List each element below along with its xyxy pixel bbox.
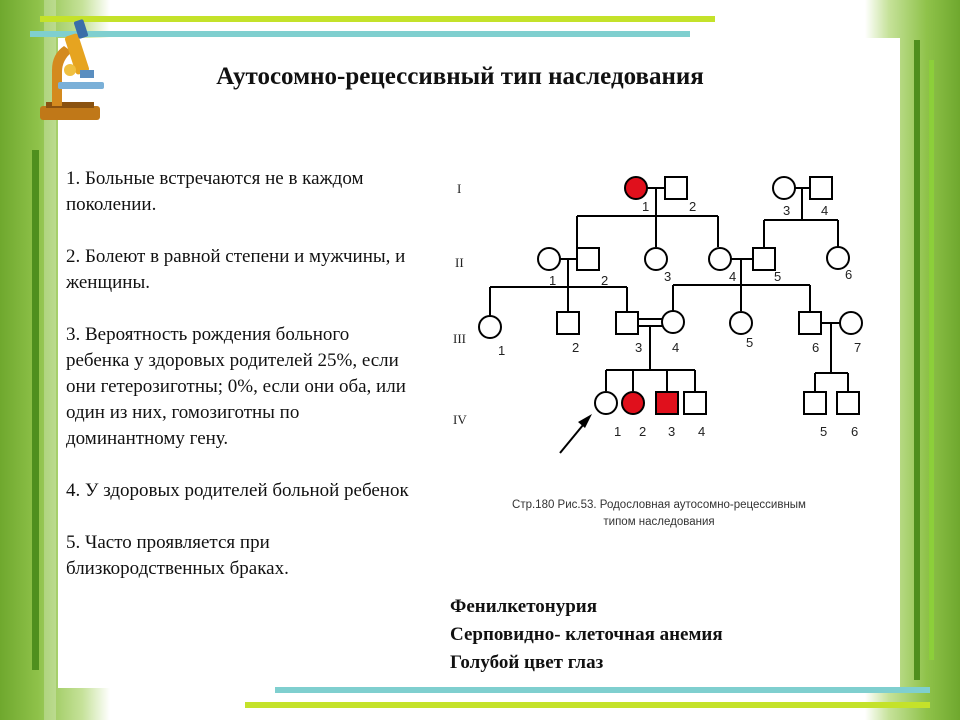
gen3-number-2: 2 <box>572 340 579 355</box>
frame-right-bar <box>914 40 920 680</box>
point-2: 2. Болеют в равной степени и мужчины, и … <box>66 246 406 293</box>
gen2-number-4: 4 <box>729 269 736 284</box>
disease-item-3: Голубой цвет глаз <box>450 652 604 673</box>
gen4-number-3: 3 <box>668 424 675 439</box>
gen3-individual-6-male <box>798 311 822 335</box>
gen3-individual-7-female <box>839 311 863 335</box>
generation-label-3: III <box>453 331 466 346</box>
gen3-number-7: 7 <box>854 340 861 355</box>
gen3-individual-2-male <box>556 311 580 335</box>
gen3-number-3: 3 <box>635 340 642 355</box>
gen4-number-5: 5 <box>820 424 827 439</box>
gen4-individual-6-male <box>836 391 860 415</box>
gen1-individual-1-affected-female <box>624 176 648 200</box>
gen3-individual-1-female <box>478 315 502 339</box>
gen3-individual-3-male <box>615 311 639 335</box>
points-list: 1. Больные встречаются не в каждом покол… <box>66 166 416 582</box>
gen4-individual-2-affected-female <box>621 391 645 415</box>
generation-label-2: II <box>455 255 464 270</box>
generation-label-4: IV <box>453 412 467 427</box>
gen4-individual-3-affected-male <box>655 391 679 415</box>
gen3-individual-4-female <box>661 310 685 334</box>
gen1-number-3: 3 <box>783 203 790 218</box>
gen3-number-6: 6 <box>812 340 819 355</box>
gen4-number-2: 2 <box>639 424 646 439</box>
figure-caption-line-1: Стр.180 Рис.53. Родословная аутосомно-ре… <box>512 499 806 511</box>
gen2-individual-5-male <box>752 247 776 271</box>
gen2-number-3: 3 <box>664 269 671 284</box>
gen3-number-1: 1 <box>498 343 505 358</box>
point-4: 4. У здоровых родителей больной ребенок <box>66 480 409 501</box>
gen4-number-4: 4 <box>698 424 705 439</box>
top-stripe-lime <box>40 16 715 22</box>
generation-label-1: I <box>457 181 461 196</box>
gen2-individual-6-female <box>826 246 850 270</box>
gen4-individual-1-female <box>594 391 618 415</box>
gen1-individual-3-female <box>772 176 796 200</box>
gen1-number-1: 1 <box>642 199 649 214</box>
background-left-highlight <box>44 0 56 720</box>
point-5: 5. Часто проявляется при близкородственн… <box>66 532 289 579</box>
frame-left-bar <box>32 150 39 670</box>
point-1: 1. Больные встречаются не в каждом покол… <box>66 168 364 215</box>
point-3: 3. Вероятность рождения больного ребенка… <box>66 324 406 449</box>
gen1-individual-4-male <box>809 176 833 200</box>
pedigree-figure: I II III IV 1 2 3 4 1 2 3 4 5 6 1 2 3 4 … <box>432 162 886 536</box>
gen2-number-6: 6 <box>845 267 852 282</box>
frame-right-bar-2 <box>929 60 934 660</box>
gen3-number-4: 4 <box>672 340 679 355</box>
gen4-number-6: 6 <box>851 424 858 439</box>
disease-item-2: Серповидно- клеточная анемия <box>450 624 723 645</box>
gen1-number-4: 4 <box>821 203 828 218</box>
gen2-individual-4-female <box>708 247 732 271</box>
gen1-number-2: 2 <box>689 199 696 214</box>
gen2-individual-2-male <box>576 247 600 271</box>
gen3-individual-5-female <box>729 311 753 335</box>
diseases-list: Фенилкетонурия Серповидно- клеточная ане… <box>450 593 870 677</box>
gen2-number-5: 5 <box>774 269 781 284</box>
top-stripe-teal <box>30 31 690 37</box>
gen4-individual-5-male <box>803 391 827 415</box>
bottom-stripe-lime <box>245 702 930 708</box>
gen2-individual-3-female <box>644 247 668 271</box>
gen2-number-2: 2 <box>601 273 608 288</box>
bottom-stripe-teal <box>275 687 930 693</box>
pedigree-diagram: I II III IV 1 2 3 4 1 2 3 4 5 6 1 2 3 4 … <box>453 176 863 528</box>
gen3-number-5: 5 <box>746 335 753 350</box>
gen1-individual-2-male <box>664 176 688 200</box>
gen2-number-1: 1 <box>549 273 556 288</box>
microscope-icon <box>40 19 104 120</box>
gen4-individual-4-male <box>683 391 707 415</box>
gen2-individual-1-female <box>537 247 561 271</box>
gen4-number-1: 1 <box>614 424 621 439</box>
slide-title: Аутосомно-рецессивный тип наследования <box>216 63 704 90</box>
arrow-head-icon <box>578 414 592 428</box>
disease-item-1: Фенилкетонурия <box>450 596 598 617</box>
figure-caption-line-2: типом наследования <box>603 516 714 528</box>
